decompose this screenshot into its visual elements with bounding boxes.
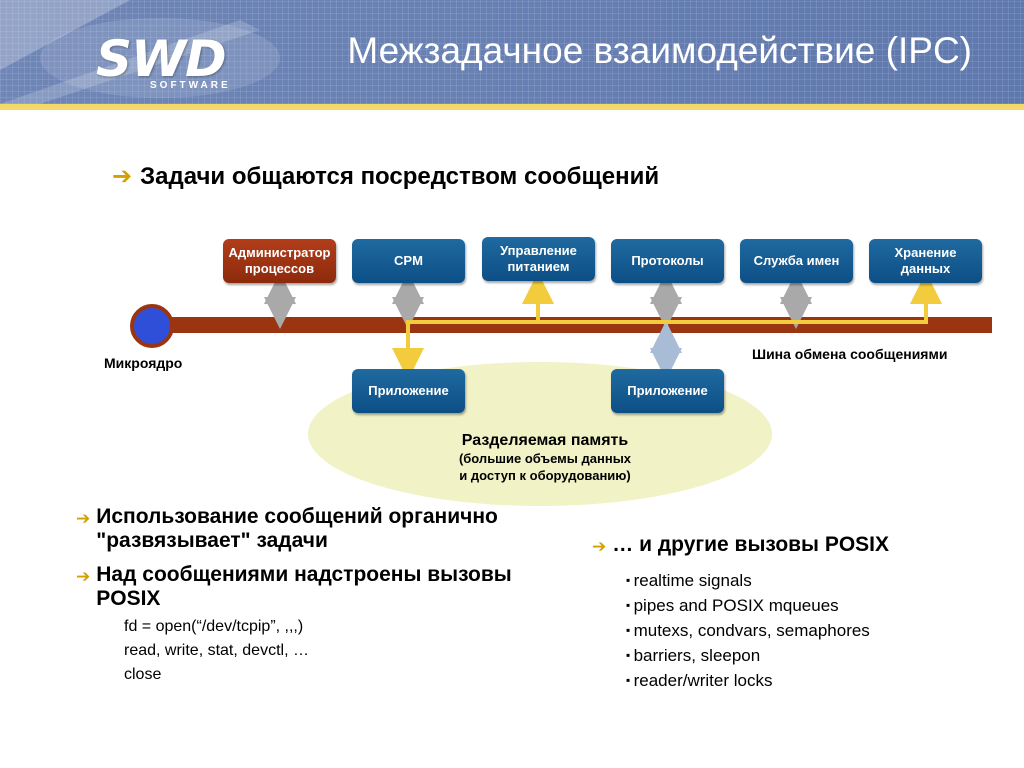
cpm-box: CPM xyxy=(352,239,465,283)
bullet-item: ➔ … и другие вызовы POSIX xyxy=(592,533,1012,559)
process-manager-box: Администратор процессов xyxy=(223,239,336,283)
posix-code-example: fd = open(“/dev/tcpip”, ,,,) read, write… xyxy=(124,615,556,687)
name-service-box: Служба имен xyxy=(740,239,853,283)
posix-item: reader/writer locks xyxy=(626,669,1012,694)
header-banner: SWD SOFTWARE Межзадачное взаимодействие … xyxy=(0,0,1024,104)
bus-label: Шина обмена сообщениями xyxy=(752,346,948,362)
microkernel-node xyxy=(130,304,174,348)
application-box: Приложение xyxy=(352,369,465,413)
header-rule xyxy=(0,104,1024,110)
logo-subtitle: SOFTWARE xyxy=(150,80,231,91)
bullet-text: Над сообщениями надстроены вызовы POSIX xyxy=(96,563,512,610)
message-path xyxy=(522,272,942,324)
shared-memory-title: Разделяемая память xyxy=(461,432,629,449)
bullet-text: Использование сообщений органично "развя… xyxy=(96,505,498,552)
code-line: fd = open(“/dev/tcpip”, ,,,) xyxy=(124,618,304,635)
application-box: Приложение xyxy=(611,369,724,413)
arrow-icon: ➔ xyxy=(76,509,91,528)
left-bullets: ➔ Использование сообщений органично "раз… xyxy=(76,505,556,687)
headline: ➔ Задачи общаются посредством сообщений xyxy=(112,162,659,191)
bullet-item: ➔ Над сообщениями надстроены вызовы POSI… xyxy=(76,563,556,611)
bullet-item: ➔ Использование сообщений органично "раз… xyxy=(76,505,556,553)
posix-list: realtime signals pipes and POSIX mqueues… xyxy=(626,569,1012,694)
posix-item: mutexs, condvars, semaphores xyxy=(626,619,1012,644)
data-storage-box: Хранение данных xyxy=(869,239,982,283)
arrow-icon: ➔ xyxy=(76,567,91,586)
bullet-text: … и другие вызовы POSIX xyxy=(612,533,890,556)
power-management-box: Управление питанием xyxy=(482,237,595,281)
message-path xyxy=(392,320,538,380)
arrow-icon: ➔ xyxy=(592,537,607,556)
message-bus xyxy=(150,317,992,333)
swd-logo: SWD xyxy=(96,30,227,88)
banner-pattern xyxy=(0,0,1024,104)
right-bullets: ➔ … и другие вызовы POSIX realtime signa… xyxy=(592,533,1012,694)
shared-memory-label: Разделяемая память (большие объемы данны… xyxy=(380,432,710,484)
protocols-box: Протоколы xyxy=(611,239,724,283)
banner-light-rays xyxy=(0,0,280,104)
code-line: read, write, stat, devctl, … xyxy=(124,642,309,659)
posix-item: pipes and POSIX mqueues xyxy=(626,594,1012,619)
headline-text: Задачи общаются посредством сообщений xyxy=(140,162,660,190)
code-line: close xyxy=(124,666,162,683)
slide-title: Межзадачное взаимодействие (IPC) xyxy=(347,30,972,71)
arrow-icon: ➔ xyxy=(112,163,133,190)
posix-item: barriers, sleepon xyxy=(626,644,1012,669)
posix-item: realtime signals xyxy=(626,569,1012,594)
microkernel-label: Микроядро xyxy=(104,355,183,371)
shared-memory-note: (большие объемы данных и доступ к оборуд… xyxy=(458,451,632,483)
